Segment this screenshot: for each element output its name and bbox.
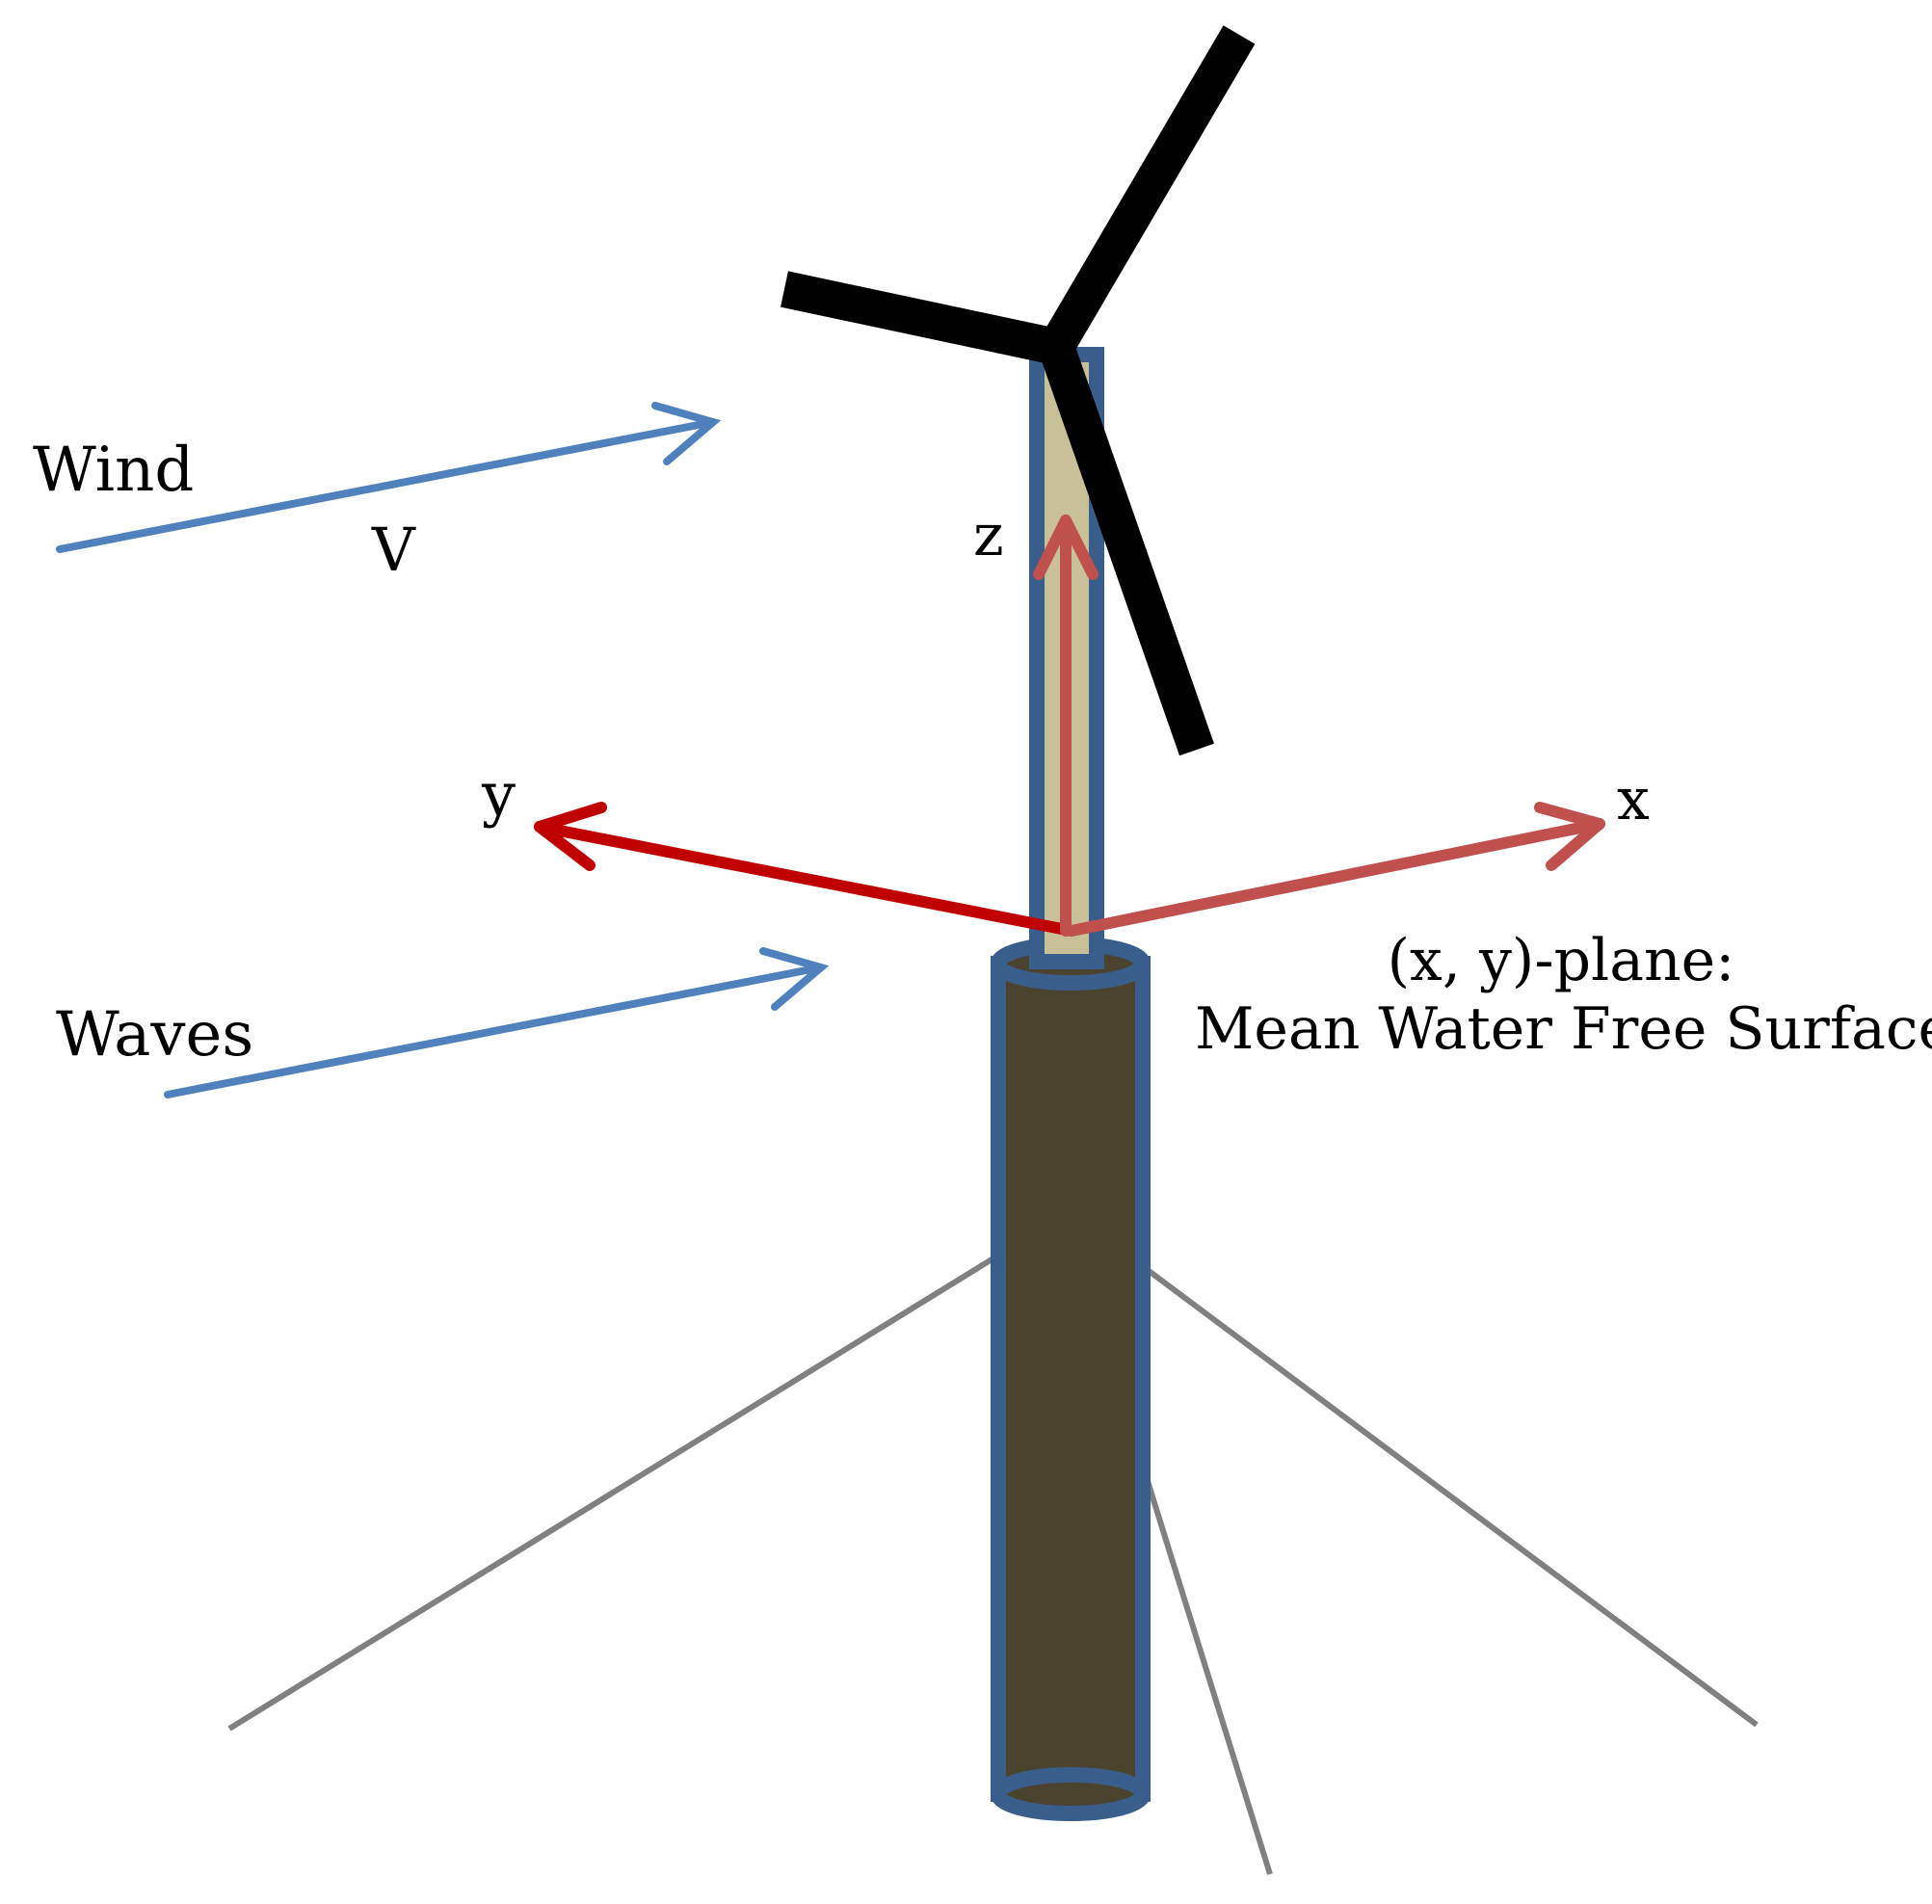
rotor (781, 25, 1256, 756)
plane-label-line2: Mean Water Free Surface (1195, 994, 1932, 1063)
wind-arrow (56, 402, 722, 553)
x-axis-label: x (1617, 766, 1650, 833)
spar-buoy (991, 937, 1151, 1821)
velocity-label: V (372, 515, 415, 585)
mooring-line-right (1093, 1228, 1759, 1728)
spar-body (991, 956, 1151, 1802)
blade-lower (1039, 340, 1214, 756)
mooring-line-left (227, 1228, 1041, 1732)
wind-label: Wind (33, 435, 195, 506)
plane-label-line1: (x, y)-plane: (1387, 927, 1735, 994)
x-axis-arrow (1066, 802, 1605, 937)
plane-label: (x, y)-plane: Mean Water Free Surface (1195, 927, 1932, 1064)
waves-arrow (164, 947, 830, 1098)
spar-bottom-cap (991, 1767, 1151, 1821)
z-axis-arrow (1033, 515, 1098, 937)
y-axis-label: y (482, 759, 516, 830)
waves-label: Waves (56, 999, 254, 1071)
y-axis-arrow (534, 802, 1077, 937)
rotor-hub (1048, 341, 1064, 357)
blade-left (781, 271, 1060, 365)
blade-upper (1040, 25, 1256, 357)
z-axis-label: z (973, 502, 1004, 569)
